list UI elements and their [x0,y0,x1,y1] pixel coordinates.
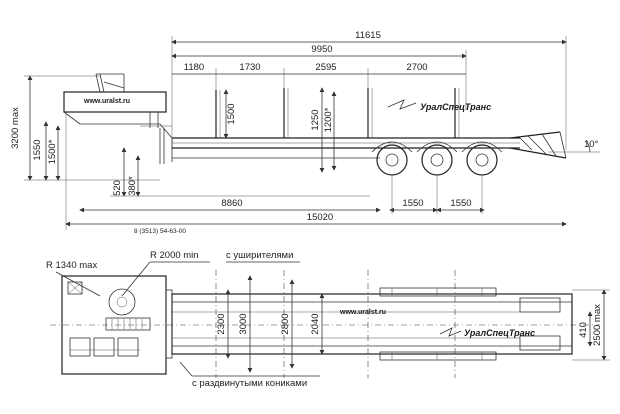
dim-w2: 3000 [238,313,249,334]
wheels-side [371,141,503,176]
dim-seg2: 1730 [239,62,260,73]
top-dimensions: 11615 9950 1180 1730 2595 2700 [171,30,567,150]
dim-total-height: 3200 max [10,107,21,149]
dim-gooseneck-height-alt: 1500* [47,139,58,164]
dim-w3: 2800 [280,313,291,334]
dim-deck-low: 520 [112,180,123,196]
dim-gooseneck-height: 1550 [32,139,43,160]
top-website: www.uralst.ru [339,309,386,316]
label-wideners: с уширителями [226,250,293,261]
dim-seg3: 2595 [315,62,336,73]
left-vertical-dimensions: 3200 max 1550 1500* [10,75,160,181]
deck-height-dimensions: 520 380* [110,147,370,197]
width-dimensions: 2300 3000 2800 2040 410 2500 max [216,275,610,373]
brand-name-top: УралСпецТранс [464,328,535,338]
dim-w1: 2300 [216,313,227,334]
rear-ramps: 10° [509,131,600,159]
dim-platform-height: 1250 [310,109,321,130]
side-view: 11615 9950 1180 1730 2595 2700 3200 max … [10,30,600,235]
dim-stake-height: 1500 [226,103,237,124]
bottom-dimensions: 8860 1550 1550 15020 8 (3513) 54-63-00 [65,112,567,235]
gooseneck-top [50,275,600,375]
dim-deck-length: 8860 [221,198,242,209]
dim-w4: 2040 [310,313,321,334]
brand-name-side: УралСпецТранс [420,102,491,112]
brand-logo-side: УралСпецТранс [387,99,491,112]
turn-radius: R 2000 min [150,250,199,261]
dim-axle2: 1550 [450,198,471,209]
gooseneck-website: www.uralst.ru [83,98,130,105]
dim-axle1: 1550 [402,198,423,209]
dim-overall-length: 15020 [307,212,333,223]
stake-dimensions: 1500 1250 1200* [223,87,337,173]
dim-w5: 410 [578,322,589,338]
dim-overall: 11615 [355,30,381,41]
dim-seg4: 2700 [406,62,427,73]
dim-w6: 2500 max [592,304,603,346]
dim-seg1: 1180 [184,62,204,73]
swing-radius: R 1340 max [46,260,97,271]
dim-platform: 9950 [311,44,332,55]
platform-top: www.uralst.ru УралСпецТранс [165,270,573,378]
label-bolsters: с раздвинутыми кониками [192,378,307,389]
ramp-angle: 10° [584,139,599,150]
phone-number: 8 (3513) 54-63-00 [134,228,186,235]
dim-deck-low-alt: 380* [127,176,138,196]
platform [159,88,520,164]
dim-platform-height-alt: 1200* [323,107,334,132]
top-view: R 1340 max R 2000 min с уширителями [46,250,610,389]
gooseneck: www.uralst.ru [63,73,173,139]
